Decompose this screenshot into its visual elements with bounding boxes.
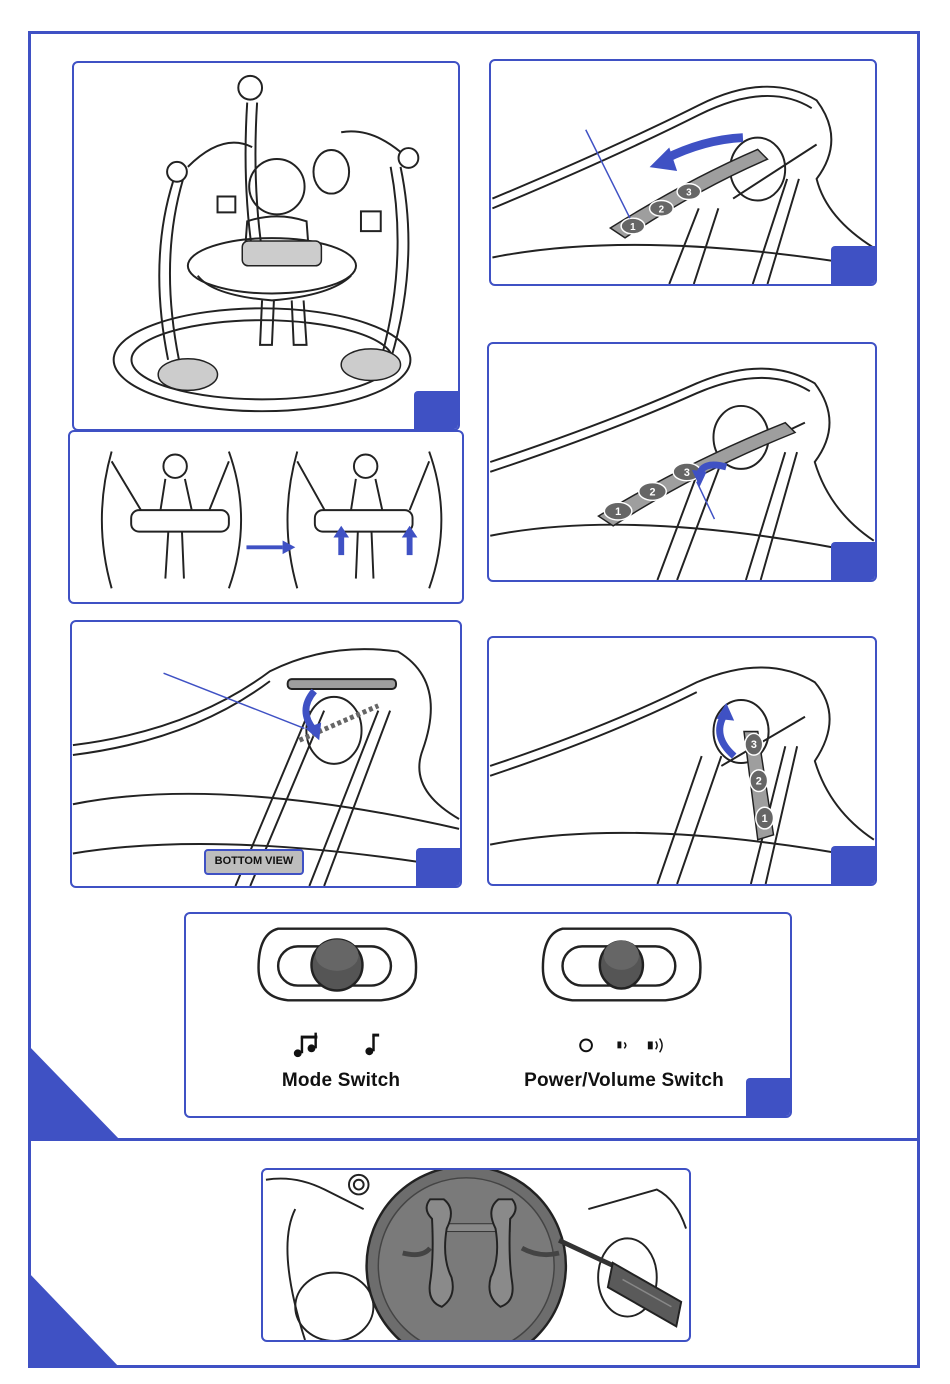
step-marker (831, 246, 875, 284)
battery-illustration (263, 1170, 689, 1340)
step-marker (831, 846, 875, 884)
strap-adjust-panel-2: 1 2 3 (487, 342, 877, 582)
strap-number-2: 2 (659, 204, 665, 215)
power-off-icon (580, 1040, 592, 1052)
strap-adjust-panel-1: 1 2 3 (489, 59, 877, 286)
jumper-overview-panel (72, 61, 460, 431)
strap-number-3: 3 (686, 188, 692, 199)
strap-number-1: 1 (615, 506, 621, 518)
section-divider (28, 1138, 920, 1141)
step-marker (414, 391, 458, 429)
step-marker (831, 542, 875, 580)
step-marker (416, 848, 460, 886)
single-note-icon (365, 1034, 379, 1056)
volume-low-icon (617, 1041, 625, 1048)
mode-switch-label: Mode Switch (256, 1070, 426, 1092)
seat-height-illustration (70, 432, 462, 602)
strap-number-3: 3 (684, 467, 690, 479)
bottom-view-badge: BOTTOM VIEW (204, 849, 304, 875)
jumper-illustration (74, 63, 458, 429)
strap-number-1: 1 (630, 222, 636, 233)
section-corner-triangle-top (28, 1045, 120, 1140)
strap-adjust-illustration-3: 3 2 1 (489, 638, 875, 884)
battery-panel (261, 1168, 691, 1342)
bottom-view-panel (70, 620, 462, 888)
strap-number-2: 2 (649, 486, 655, 498)
volume-high-icon (648, 1039, 662, 1053)
strap-number-1: 1 (762, 813, 768, 825)
section-corner-triangle-bottom (28, 1272, 120, 1368)
music-notes-icon (294, 1033, 318, 1058)
step-marker (746, 1078, 790, 1116)
strap-number-2: 2 (756, 776, 762, 788)
bottom-view-illustration (72, 622, 460, 886)
strap-number-3: 3 (751, 739, 757, 751)
strap-adjust-illustration-1: 1 2 3 (491, 61, 875, 284)
switch-panel: Mode Switch Power/Volume Switch (184, 912, 792, 1118)
seat-height-panel (68, 430, 464, 604)
power-volume-switch-label: Power/Volume Switch (504, 1070, 744, 1092)
strap-adjust-illustration-2: 1 2 3 (489, 344, 875, 580)
strap-adjust-panel-3: 3 2 1 (487, 636, 877, 886)
screwdriver-icon (559, 1240, 681, 1326)
